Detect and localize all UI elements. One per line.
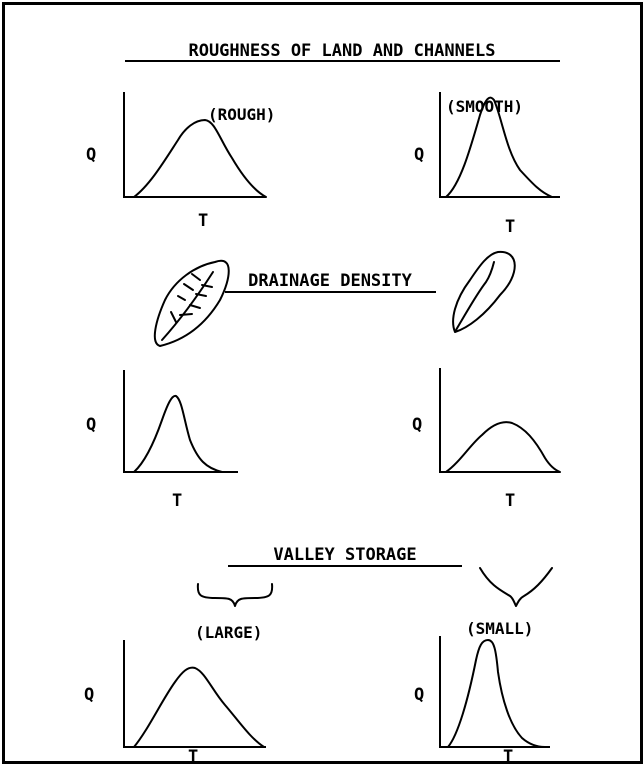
large-storage-curve [133,666,265,748]
rough-q-label: Q [86,145,96,165]
small-storage-axes [439,636,550,748]
large-storage-t-label: T [188,747,198,764]
dense-basin-tributaries [170,273,213,323]
large-valley-sketch [196,583,274,607]
rough-t-label: T [198,211,208,231]
rough-axes [123,92,266,198]
sparse-basin-sketch [452,250,516,333]
large-storage-axes [123,640,266,748]
valley-title: VALLEY STORAGE [273,545,416,565]
large-storage-hydrograph: Q T (LARGE) [84,623,266,764]
rough-hydrograph: Q T (ROUGH) [86,92,275,231]
sparse-drainage-q-label: Q [412,415,422,435]
smooth-q-label: Q [414,145,424,165]
sparse-drainage-hydrograph: Q T [412,368,561,511]
dense-basin-main-stem [161,271,214,341]
rough-curve [133,119,267,198]
large-label: (LARGE) [195,623,262,642]
smooth-curve [445,96,553,198]
sparse-drainage-t-label: T [505,491,515,511]
dense-basin-sketch [153,259,230,347]
dense-drainage-curve [133,394,223,473]
sparse-basin-outline [452,250,516,333]
sparse-drainage-curve [445,421,561,473]
dense-drainage-q-label: Q [86,415,96,435]
dense-drainage-hydrograph: Q T [86,370,238,511]
small-storage-hydrograph: Q T (SMALL) [414,619,550,764]
sparse-drainage-axes [439,368,560,473]
drainage-title: DRAINAGE DENSITY [248,271,413,291]
roughness-title: ROUGHNESS OF LAND AND CHANNELS [188,41,495,61]
smooth-axes [439,92,560,198]
dense-drainage-axes [123,370,238,473]
small-label: (SMALL) [466,619,533,638]
small-valley-sketch [479,567,553,607]
small-storage-t-label: T [503,747,513,764]
small-storage-q-label: Q [414,685,424,705]
sparse-basin-main-stem [455,261,495,331]
smooth-label: (SMOOTH) [446,97,523,116]
small-storage-curve [447,639,546,748]
smooth-t-label: T [505,217,515,237]
large-storage-q-label: Q [84,685,94,705]
rough-label: (ROUGH) [208,105,275,124]
dense-basin-outline [153,259,230,347]
dense-drainage-t-label: T [172,491,182,511]
smooth-hydrograph: Q T (SMOOTH) [414,92,560,237]
